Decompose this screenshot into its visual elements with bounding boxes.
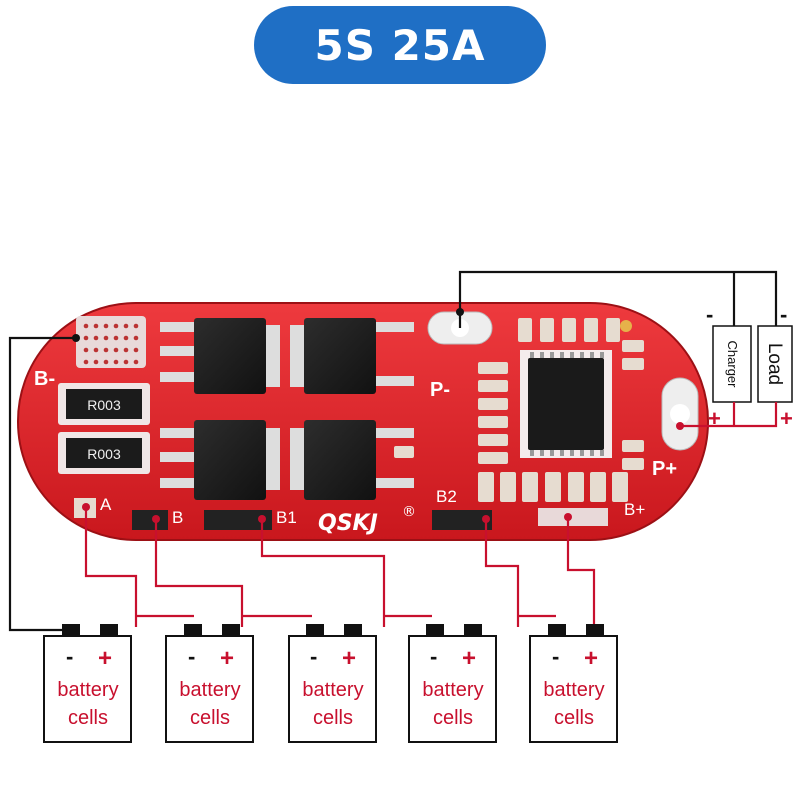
cell-minus-sign: - (188, 644, 195, 669)
wire-a (84, 507, 138, 627)
battery-cell-2: - + battery cells (165, 624, 254, 743)
solder-b-minus (72, 334, 80, 342)
registered-mark: ® (402, 504, 416, 520)
mosfet-3 (194, 420, 266, 500)
cell-minus-sign: - (66, 644, 73, 669)
battery-cell-4: - + battery cells (408, 624, 497, 743)
mosfet-1 (194, 318, 266, 394)
charger-terminal: Charger (712, 325, 752, 403)
cell-label-line1: battery (422, 679, 483, 701)
pad-label-b1: B1 (276, 508, 297, 527)
cell-plus-sign: + (462, 645, 476, 672)
load-minus-sign: - (780, 302, 787, 327)
battery-cell-5: - + battery cells (529, 624, 618, 743)
charger-plus-sign: + (708, 406, 721, 431)
cell-minus-sign: - (552, 644, 559, 669)
pad-b1 (204, 510, 272, 530)
load-terminal: Load (757, 325, 793, 403)
cell-label-line2: cells (190, 707, 230, 729)
mosfet-2 (304, 318, 376, 394)
pad-label-a: A (100, 495, 112, 514)
cell-label-line2: cells (433, 707, 473, 729)
pad-b (132, 510, 168, 530)
pad-label-p-minus: P- (430, 379, 450, 401)
sense-resistor-2: R003 (58, 432, 150, 474)
wire-b-minus (8, 336, 76, 632)
pad-b-plus (538, 508, 608, 526)
cell-label-line1: battery (543, 679, 604, 701)
pad-label-b2: B2 (436, 487, 457, 506)
load-label: Load (764, 343, 785, 385)
mosfet-4 (304, 420, 376, 500)
cell-label-line1: battery (179, 679, 240, 701)
wire-p-plus (680, 402, 778, 428)
load-plus-sign: + (780, 406, 793, 431)
cell-label-line1: battery (302, 679, 363, 701)
cell-plus-sign: + (98, 645, 112, 672)
wire-b2 (484, 519, 520, 627)
pad-dots (83, 323, 139, 365)
wire-b1 (260, 519, 386, 627)
pad-label-b-minus: B- (34, 368, 55, 390)
cell-plus-sign: + (220, 645, 234, 672)
brand-logo: QSKJ (318, 511, 378, 536)
cell-label-line1: battery (57, 679, 118, 701)
title-badge: 5S 25A (254, 6, 546, 84)
wiring (8, 270, 778, 632)
pad-label-p-plus: P+ (652, 458, 677, 480)
solder-p-minus (456, 308, 464, 316)
cell-minus-sign: - (430, 644, 437, 669)
bms-board: B- R003 R003 (17, 302, 709, 541)
pad-b2 (432, 510, 492, 530)
wire-b-plus (566, 517, 596, 627)
cell-label-line2: cells (554, 707, 594, 729)
battery-cell-1: - + battery cells (43, 624, 132, 743)
sense-resistor-1: R003 (58, 383, 150, 425)
fiducial-dot (620, 320, 632, 332)
pad-label-b: B (172, 508, 183, 527)
protection-ic (520, 350, 612, 458)
cell-plus-sign: + (584, 645, 598, 672)
battery-cell-3: - + battery cells (288, 624, 377, 743)
cell-minus-sign: - (310, 644, 317, 669)
page-title: 5S 25A (314, 20, 486, 70)
resistor-label-2: R003 (87, 446, 121, 462)
cell-label-line2: cells (313, 707, 353, 729)
charger-minus-sign: - (706, 302, 713, 327)
resistor-label-1: R003 (87, 397, 121, 413)
mosfet-group (160, 318, 414, 500)
solder-points (82, 422, 684, 523)
smd-components (394, 318, 644, 502)
cell-label-line2: cells (68, 707, 108, 729)
pad-label-b-plus: B+ (624, 500, 645, 519)
wire-p-minus (458, 270, 778, 328)
p-plus-hole (670, 404, 690, 424)
cell-plus-sign: + (342, 645, 356, 672)
charger-label: Charger (725, 341, 740, 389)
b-minus-pad (76, 316, 146, 368)
wire-b (154, 519, 244, 627)
